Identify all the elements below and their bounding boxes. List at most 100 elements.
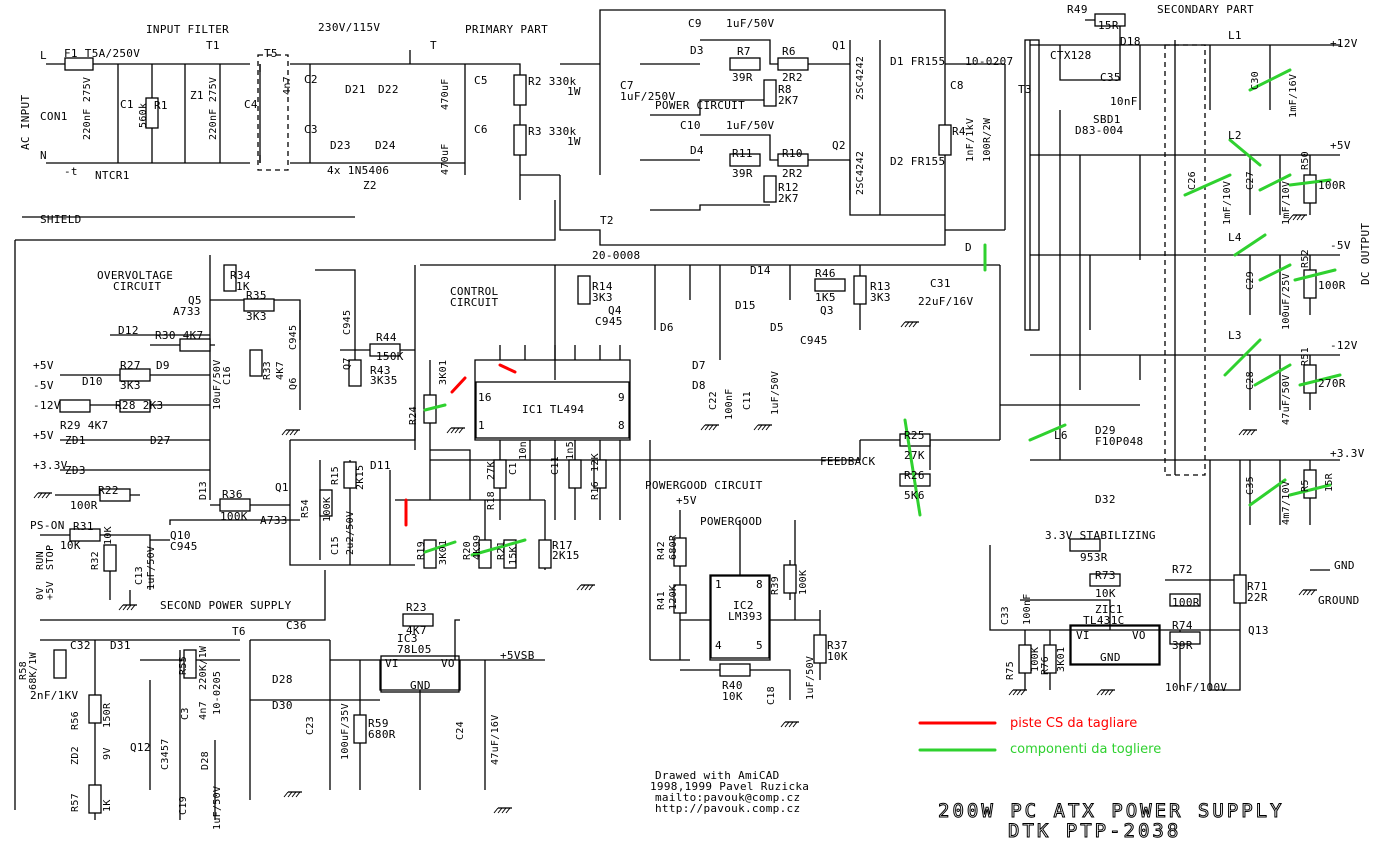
r16-value: 12K: [590, 453, 601, 472]
r27-label: R27: [120, 359, 141, 372]
r4-value: 100R/2W: [982, 117, 993, 162]
ic1-pin16: 16: [478, 391, 492, 404]
ground-label: GROUND: [1318, 594, 1360, 607]
r953-value: 953R: [1080, 551, 1108, 564]
r74-label: R74: [1172, 619, 1193, 632]
r2-watt: 1W: [567, 85, 581, 98]
cut-marks: [404, 363, 997, 725]
c26-value: 1mF/10V: [1222, 180, 1233, 225]
c36-label: C36: [286, 619, 307, 632]
q4-label: Q4: [608, 304, 622, 317]
c30-value: 1mF/16V: [1288, 73, 1299, 118]
t3-code: 10-0207: [965, 55, 1014, 68]
r24-value: 3K01: [438, 359, 449, 385]
q13-label: Q13: [1248, 624, 1269, 637]
r72-value: 100R: [1172, 596, 1200, 609]
zic1-type: TL431C: [1083, 614, 1125, 627]
r8-value: 2K7: [778, 94, 799, 107]
d8-label: D8: [692, 379, 706, 392]
q1-ov-type: A733: [260, 514, 288, 527]
c7-label: C7: [620, 79, 634, 92]
r46-value: 1K5: [815, 291, 836, 304]
c22-value: 100nF: [724, 388, 735, 420]
r72-label: R72: [1172, 563, 1193, 576]
control-heading-1: CONTROL: [450, 285, 499, 298]
d9-label: D9: [156, 359, 170, 372]
c33-label: C33: [1000, 606, 1011, 625]
c11-label: C11: [742, 391, 753, 410]
c945-q7-type: C945: [342, 309, 353, 335]
d32-label: D32: [1095, 493, 1116, 506]
credit-line-2: 1998,1999 Pavel Ruzicka: [650, 780, 810, 793]
feedback-heading: FEEDBACK: [820, 455, 876, 468]
c8-label: C8: [950, 79, 964, 92]
r6-value: 2R2: [782, 71, 803, 84]
t6-label: T6: [232, 625, 246, 638]
r57-label: R57: [70, 793, 81, 812]
r3-label: R3 330k: [528, 125, 577, 138]
r73-label: R73: [1095, 569, 1116, 582]
r43-label: R43: [370, 364, 391, 377]
r40-value: 10K: [722, 690, 743, 703]
d22-label: D22: [378, 83, 399, 96]
zd1-label: ZD1: [65, 434, 86, 447]
r26-label: R26: [904, 469, 925, 482]
r3-watt: 1W: [567, 135, 581, 148]
r37-label: R37: [827, 639, 848, 652]
r32-label: R32: [90, 551, 101, 570]
c3-ss-label: C3: [180, 707, 191, 720]
r49-value: 15R: [1098, 19, 1119, 32]
d29-label: D29: [1095, 424, 1116, 437]
r27-value: 3K3: [120, 379, 141, 392]
f1-label: F1 T5A/250V: [64, 47, 141, 60]
r8-label: R8: [778, 83, 792, 96]
ic3-label: IC3: [397, 632, 418, 645]
r17-label: R17: [552, 539, 573, 552]
c31-value: 22uF/16V: [918, 295, 974, 308]
minus5-output: -5V: [1330, 239, 1351, 252]
c9-value: 1uF/50V: [726, 17, 775, 30]
d11-label: D11: [370, 459, 391, 472]
c10-label: C10: [680, 119, 701, 132]
ic-bodies: [257, 39, 1206, 693]
ov-minus5-label: -5V: [33, 379, 54, 392]
r59-value: 680R: [368, 728, 396, 741]
d2-label: D2 FR155: [890, 155, 946, 168]
ctx128-label: CTX128: [1050, 49, 1092, 62]
power-circuit-heading: POWER CIRCUIT: [655, 99, 745, 112]
r54-label: R54: [300, 499, 311, 518]
r28-label: R28 2K3: [115, 399, 164, 412]
c13-label: C13: [134, 566, 145, 585]
minus12-output: -12V: [1330, 339, 1358, 352]
r15-label: R15: [330, 466, 341, 485]
c24-label: C24: [455, 721, 466, 740]
r41-value: 120K: [668, 584, 679, 610]
c29-value: 100uF/25V: [1281, 273, 1292, 330]
r59-label: R59: [368, 717, 389, 730]
voltage-selector-label[interactable]: 230V/115V: [318, 21, 381, 34]
r29-label: R29 4K7: [60, 419, 109, 432]
c19-label: C19: [178, 796, 189, 815]
r44-label: R44: [376, 331, 397, 344]
r50-label: R50: [1300, 151, 1311, 170]
q6-label: Q6: [288, 377, 299, 390]
r5-label: R5: [1300, 479, 1311, 492]
c2-label: C2: [304, 73, 318, 86]
c29-label: C29: [1245, 271, 1256, 290]
ic2-pin5: 5: [756, 639, 763, 652]
q10-type: C945: [170, 540, 198, 553]
plus5-output: +5V: [1330, 139, 1351, 152]
ic2-type: LM393: [728, 610, 763, 623]
c31-label: C31: [930, 277, 951, 290]
input-filter-heading: INPUT FILTER: [146, 23, 230, 36]
z2-label: Z2: [363, 179, 377, 192]
r19-label: R19: [416, 541, 427, 560]
d23-label: D23: [330, 139, 351, 152]
c27-label: C27: [1245, 171, 1256, 190]
r14-value: 3K3: [592, 291, 613, 304]
r46-label: R46: [815, 267, 836, 280]
r16-label: R16: [590, 481, 601, 500]
c4-label: C4: [244, 98, 258, 111]
ntc-t-label: -t: [64, 165, 78, 178]
t2-code: 20-0008: [592, 249, 641, 262]
